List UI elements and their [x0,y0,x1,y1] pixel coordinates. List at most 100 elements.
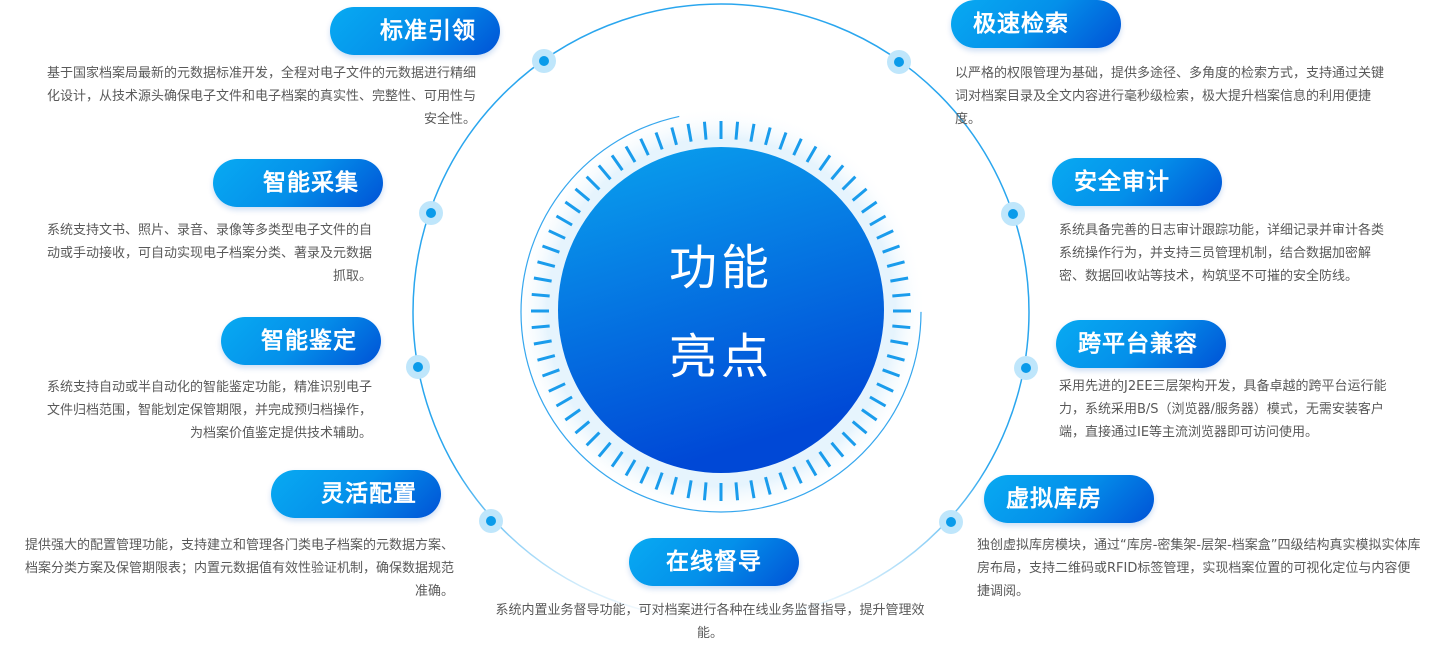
outer-orbit [412,3,1030,621]
tick-mark [734,482,740,501]
tick-mark [555,214,573,227]
tick-mark [830,164,845,181]
tick-mark [876,229,894,240]
tick-mark [818,451,832,468]
inner-ring [520,111,922,513]
tick-mark [892,292,911,298]
tick-mark [702,482,708,501]
tick-mark [597,441,612,458]
tick-mark [886,260,905,268]
tick-mark [537,260,556,268]
feature-desc-search: 以严格的权限管理为基础，提供多途径、多角度的检索方式，支持通过关键词对档案目录及… [955,66,1385,127]
orbit-node-icon [1001,202,1025,226]
tick-mark [792,138,803,156]
feature-title-audit: 安全审计 [1052,158,1222,206]
tick-mark [639,466,650,484]
tick-mark [892,324,911,330]
tick-mark [585,175,601,191]
tick-mark [564,408,581,422]
tick-mark [624,145,637,163]
tick-mark [764,476,772,495]
tick-mark [686,123,693,142]
tick-mark [890,276,909,283]
tick-mark [890,339,909,346]
tick-mark [686,480,693,499]
tick-mark [841,175,857,191]
tick-mark [861,408,878,422]
tick-mark [882,244,901,254]
feature-title-collect: 智能采集 [213,159,383,207]
tick-mark [851,420,868,435]
feature-desc-config: 提供强大的配置管理功能，支持建立和管理各门类电子档案的元数据方案、档案分类方案及… [24,538,454,599]
tick-mark [861,200,878,214]
tick-mark [610,154,624,171]
tick-mark [749,480,756,499]
tick-mark [574,420,591,435]
tick-mark [702,121,708,140]
tick-mark [749,123,756,142]
tick-mark [531,324,550,330]
tick-mark [564,200,581,214]
tick-mark [830,441,845,458]
center-title-line1: 功能 [668,240,773,296]
feature-title-warehouse: 虚拟库房 [984,475,1154,523]
tick-mark [818,154,832,171]
tick-mark [585,431,601,447]
orbit-node-icon [532,49,556,73]
tick-mark [548,382,566,393]
orbit-node-icon [419,201,443,225]
feature-desc-audit: 系统具备完善的日志审计跟踪功能，详细记录并审计各类系统操作行为，并支持三员管理机… [1059,223,1385,284]
orbit-node-icon [887,50,911,74]
tick-mark [805,459,818,477]
tick-mark [869,395,887,408]
feature-title-standard: 标准引领 [330,7,500,55]
tick-mark [882,368,901,378]
tick-mark [533,276,552,283]
orbit-node-icon [406,355,430,379]
orbit-node-icon [939,510,963,534]
tick-ring [531,121,911,501]
tick-mark [778,131,788,150]
tick-mark [734,121,740,140]
tick-mark [597,164,612,181]
feature-desc-compat: 采用先进的J2EE三层架构开发，具备卓越的跨平台运行能力，系统采用B/S（浏览器… [1059,379,1387,440]
tick-mark [841,431,857,447]
tick-mark [541,368,560,378]
feature-title-search: 极速检索 [951,0,1121,48]
tick-mark [531,292,550,298]
feature-desc-collect: 系统支持文书、照片、录音、录像等多类型电子文件的自动或手动接收，可自动实现电子档… [46,223,372,284]
feature-desc-supervision: 系统内置业务督导功能，可对档案进行各种在线业务监督指导，提升管理效能。 [495,603,925,641]
tick-mark [639,138,650,156]
tick-mark [805,145,818,163]
tick-mark [548,229,566,240]
feature-desc-standard: 基于国家档案局最新的元数据标准开发，全程对电子文件的元数据进行精细化设计，从技术… [46,66,476,127]
feature-title-compat: 跨平台兼容 [1056,320,1226,368]
tick-mark [876,382,894,393]
tick-mark [886,354,905,362]
tick-mark [555,395,573,408]
tick-mark [792,466,803,484]
tick-mark [778,472,788,491]
tick-mark [610,451,624,468]
center-title-line2: 亮点 [668,329,773,385]
tick-mark [670,476,678,495]
orbit-node-icon [479,509,503,533]
feature-desc-warehouse: 独创虚拟库房模块，通过“库房-密集架-层架-档案盒”四级结构真实模拟实体库房布局… [977,538,1421,599]
tick-mark [533,339,552,346]
tick-mark [654,131,664,150]
feature-title-supervision: 在线督导 [629,538,799,586]
core-circle [558,147,884,473]
feature-desc-appraisal: 系统支持自动或半自动化的智能鉴定功能，精准识别电子文件归档范围，智能划定保管期限… [46,380,372,441]
tick-mark [537,354,556,362]
feature-title-config: 灵活配置 [271,470,441,518]
tick-mark [624,459,637,477]
feature-title-appraisal: 智能鉴定 [221,317,381,365]
tick-mark [764,127,772,146]
tick-mark [869,214,887,227]
tick-mark [670,127,678,146]
tick-mark [541,244,560,254]
tick-mark [654,472,664,491]
tick-mark [574,187,591,202]
tick-mark [851,187,868,202]
